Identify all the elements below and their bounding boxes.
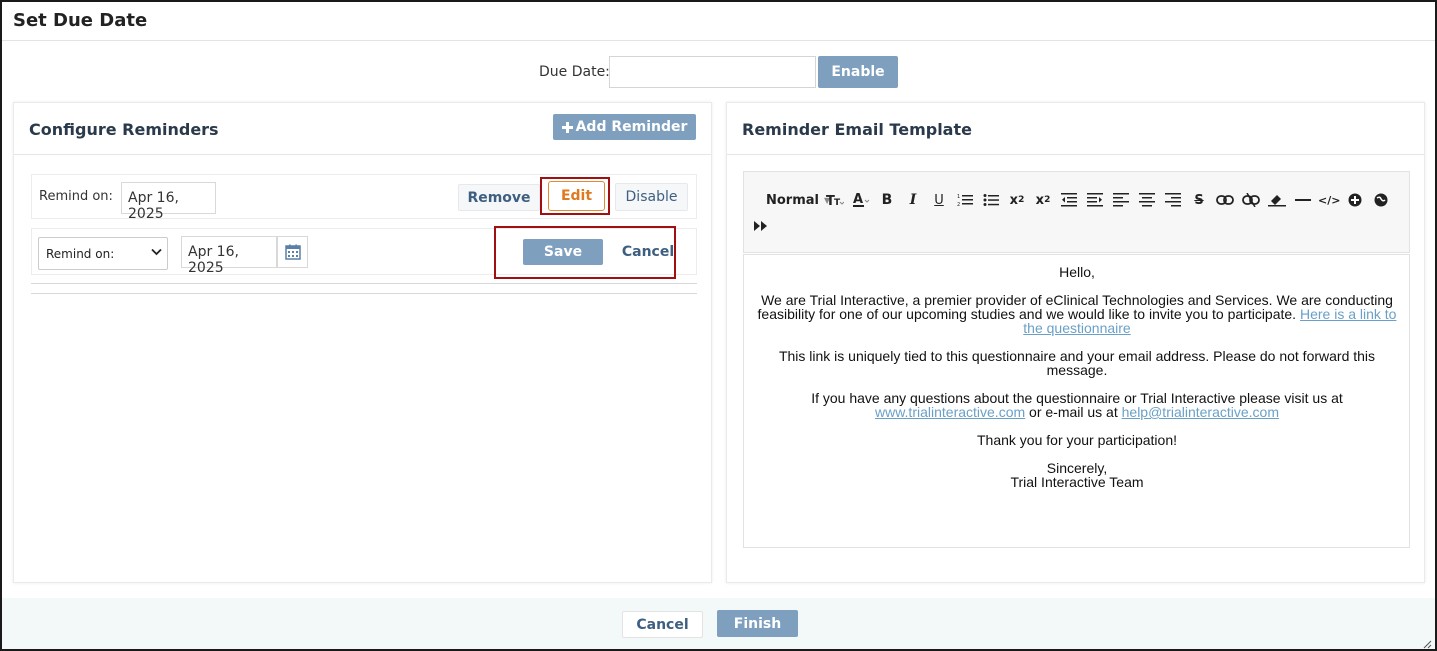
email-paragraph: We are Trial Interactive, a premier prov…	[752, 293, 1402, 335]
save-cancel-highlight-box	[494, 226, 676, 279]
reminder-edit-row: Remind on: Apr 16, 2025 Save	[31, 226, 697, 279]
horizontal-rule-icon[interactable]	[1292, 188, 1314, 212]
align-center-icon[interactable]	[1136, 188, 1158, 212]
strikethrough-icon[interactable]: S	[1194, 192, 1204, 208]
email-signature: Trial Interactive Team	[1010, 474, 1144, 490]
add-reminder-button[interactable]: Add Reminder	[553, 114, 696, 140]
bold-icon[interactable]: B	[881, 192, 893, 208]
svg-text:T: T	[834, 198, 841, 207]
font-color-icon[interactable]: A	[850, 188, 872, 212]
remind-type-value: Remind on:	[46, 247, 115, 261]
align-right-icon[interactable]	[1162, 188, 1184, 212]
email-contact-mid: or e-mail us at	[1029, 404, 1118, 420]
divider	[31, 293, 697, 294]
panel-divider	[14, 154, 711, 155]
email-template-title: Reminder Email Template	[742, 120, 972, 139]
email-intro-text: We are Trial Interactive, a premier prov…	[757, 292, 1393, 322]
email-signoff: Sincerely, Trial Interactive Team	[752, 461, 1402, 489]
globe-icon[interactable]	[1370, 188, 1392, 212]
format-label: Normal	[766, 192, 819, 208]
svg-text:T: T	[826, 194, 835, 207]
code-view-icon[interactable]: </>	[1318, 193, 1341, 207]
align-left-icon[interactable]	[1110, 188, 1132, 212]
more-icon[interactable]	[754, 214, 776, 238]
disable-button[interactable]: Disable	[615, 183, 688, 211]
edit-button[interactable]: Edit	[548, 181, 605, 211]
email-closing: Sincerely,	[1046, 460, 1108, 476]
dialog-title: Set Due Date	[13, 10, 148, 31]
email-contact-text: If you have any questions about the ques…	[811, 390, 1343, 406]
edit-highlight-box	[540, 177, 610, 215]
dialog-footer: Cancel Finish	[2, 598, 1435, 649]
panel-divider	[727, 154, 1424, 155]
website-link[interactable]: www.trialinteractive.com	[874, 404, 1026, 420]
underline-icon[interactable]: U	[934, 192, 944, 208]
email-paragraph: This link is uniquely tied to this quest…	[778, 348, 1376, 378]
title-divider	[2, 40, 1435, 41]
plus-icon	[561, 118, 573, 137]
svg-text:A: A	[853, 192, 863, 207]
reminder-row: Remind on: Apr 16, 2025 Remove Edit Disa…	[31, 174, 697, 222]
due-date-input[interactable]	[609, 56, 816, 88]
remind-type-select[interactable]: Remind on:	[38, 237, 168, 270]
email-content: Hello, We are Trial Interactive, a premi…	[752, 265, 1402, 503]
reminder-date-field[interactable]: Apr 16, 2025	[121, 182, 216, 222]
insert-icon[interactable]	[1344, 188, 1366, 212]
email-greeting: Hello,	[1059, 264, 1095, 280]
chevron-down-icon	[151, 246, 162, 259]
calendar-icon[interactable]	[277, 236, 308, 268]
enable-button[interactable]: Enable	[818, 56, 898, 88]
email-body-editor[interactable]: Hello, We are Trial Interactive, a premi…	[743, 254, 1410, 548]
remind-on-label: Remind on:	[39, 189, 113, 204]
link-icon[interactable]	[1214, 188, 1236, 212]
bullet-list-icon[interactable]	[980, 188, 1002, 212]
indent-icon[interactable]	[1084, 188, 1106, 212]
email-thanks: Thank you for your participation!	[977, 432, 1177, 448]
finish-button[interactable]: Finish	[717, 610, 798, 637]
add-reminder-label: Add Reminder	[575, 119, 688, 135]
questionnaire-link[interactable]: Here is a link to the questionnaire	[1023, 306, 1397, 336]
support-email-link[interactable]: help@trialinteractive.com	[1121, 404, 1280, 420]
configure-reminders-title: Configure Reminders	[29, 120, 219, 139]
paragraph-format-dropdown[interactable]: Normal ▼	[754, 188, 830, 212]
outdent-icon[interactable]	[1058, 188, 1080, 212]
reminder-date-input[interactable]: Apr 16, 2025	[181, 236, 277, 276]
italic-icon[interactable]: I	[909, 192, 917, 208]
unlink-icon[interactable]	[1240, 188, 1262, 212]
configure-reminders-panel: Configure Reminders Add Reminder Remind …	[13, 102, 712, 583]
clear-format-icon[interactable]	[1266, 188, 1288, 212]
svg-text:2: 2	[957, 202, 960, 207]
save-button[interactable]: Save	[523, 239, 603, 265]
due-date-label: Due Date:	[539, 64, 610, 80]
caret-down-icon: ▼	[824, 195, 831, 205]
svg-text:1: 1	[957, 194, 960, 200]
divider	[31, 283, 697, 284]
cancel-button[interactable]: Cancel	[622, 611, 703, 638]
remove-button[interactable]: Remove	[458, 184, 540, 211]
toolbar-row	[754, 214, 780, 238]
resize-grip-icon[interactable]	[1422, 636, 1432, 649]
email-paragraph: If you have any questions about the ques…	[752, 391, 1402, 419]
